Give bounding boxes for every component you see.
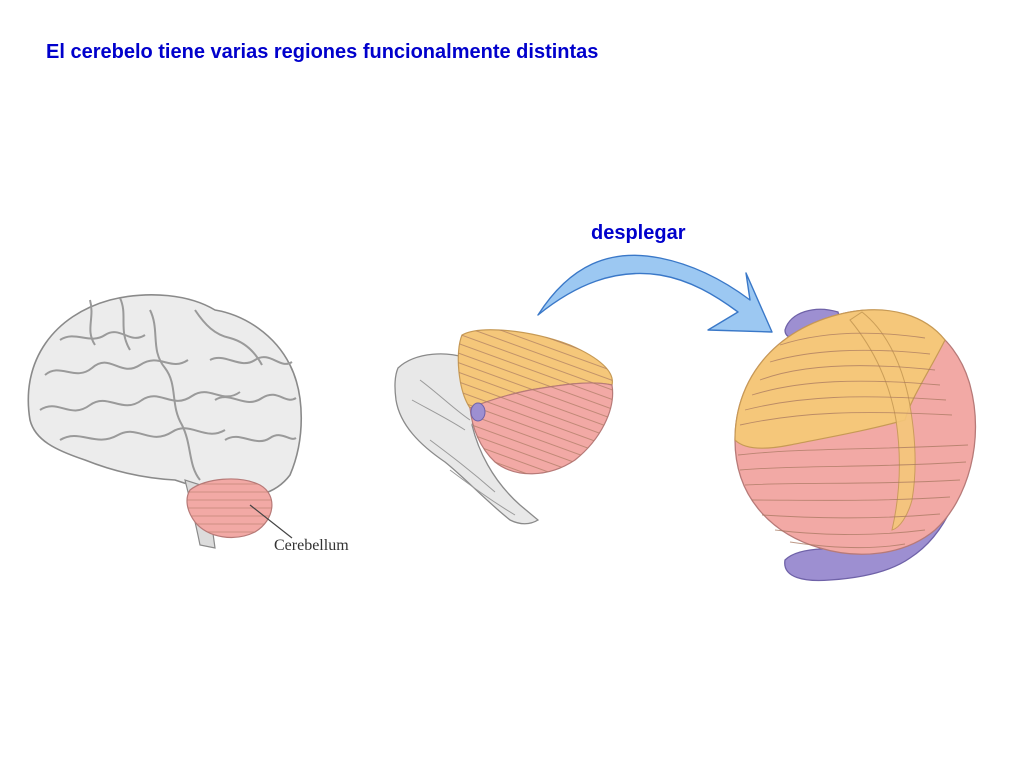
cerebellum-unfolded-illustration xyxy=(734,308,977,582)
cerebral-gyri xyxy=(39,297,297,481)
flocculus-small xyxy=(470,402,486,422)
cerebellum-small-folia xyxy=(187,478,272,538)
unfold-label: desplegar xyxy=(591,222,686,244)
cerebellum-label: Cerebellum xyxy=(274,537,349,554)
anterior-lobe-unfolded xyxy=(734,309,946,449)
cerebellum-leader-line xyxy=(249,504,293,539)
brainstem-fibers xyxy=(411,379,516,516)
whole-brain-illustration xyxy=(27,294,302,549)
slide-title: El cerebelo tiene varias regiones funcio… xyxy=(46,41,599,63)
unfold-arrow xyxy=(537,254,773,333)
unfolded-folia xyxy=(737,332,969,549)
cerebellum-lateral-illustration xyxy=(394,329,614,525)
cerebrum xyxy=(27,294,302,498)
